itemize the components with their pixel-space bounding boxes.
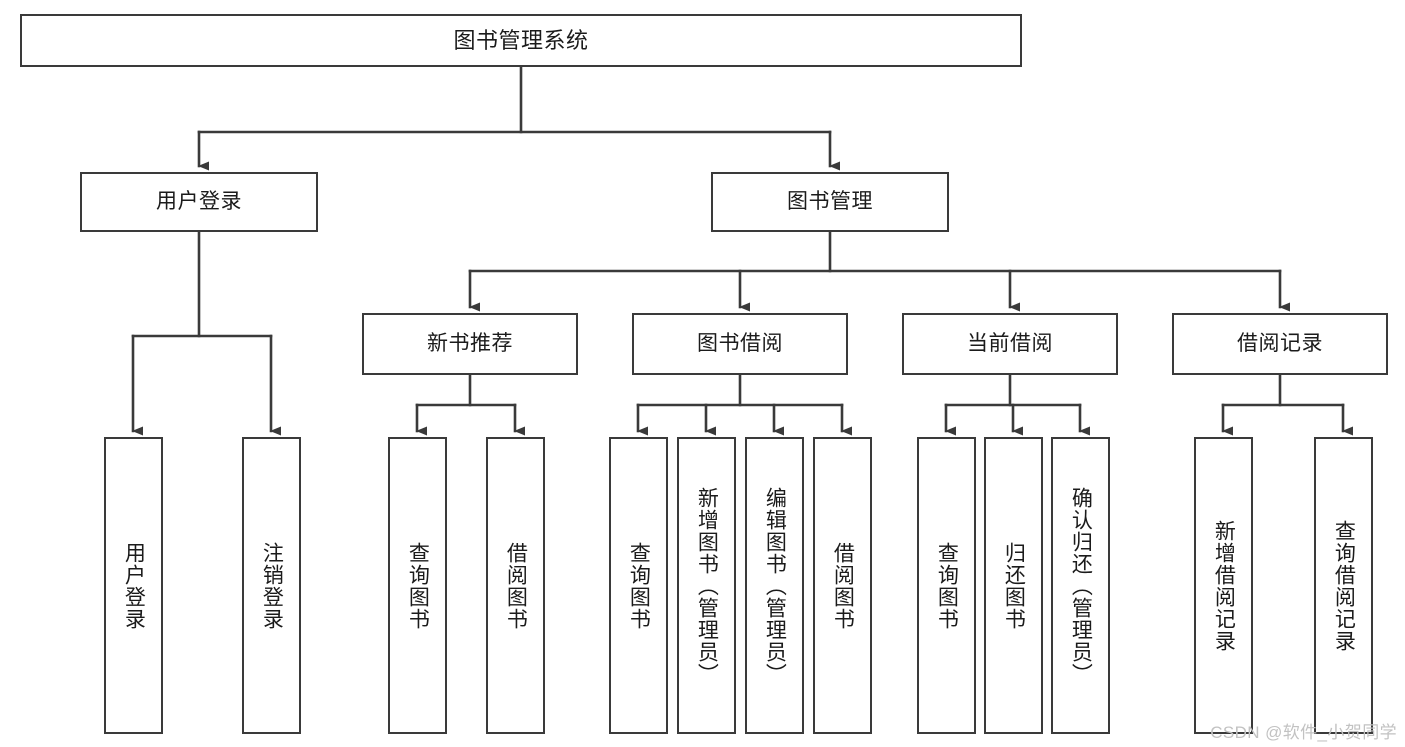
- leaf-book-borrow-3[interactable]: 借阅图书: [813, 437, 872, 734]
- leaf-current-borrow-1[interactable]: 归还图书: [984, 437, 1043, 734]
- watermark: CSDN @软件_小贺同学: [1210, 723, 1397, 742]
- leaf-current-borrow-0-label: 查询图书: [935, 541, 959, 630]
- node-book-manage[interactable]: 图书管理: [711, 172, 949, 232]
- node-user-login-label: 用户登录: [156, 189, 242, 213]
- leaf-current-borrow-2[interactable]: 确认归还（管理员）: [1051, 437, 1110, 734]
- leaf-borrow-record-0-label: 新增借阅记录: [1212, 519, 1236, 652]
- leaf-book-borrow-1-label: 新增图书（管理员）: [695, 486, 719, 685]
- leaf-book-borrow-3-label: 借阅图书: [831, 541, 855, 630]
- leaf-new-book-0-label: 查询图书: [406, 541, 430, 630]
- leaf-borrow-record-1-label: 查询借阅记录: [1332, 519, 1356, 652]
- leaf-book-borrow-2-label: 编辑图书（管理员）: [763, 486, 787, 685]
- node-new-book-recommend[interactable]: 新书推荐: [362, 313, 578, 375]
- node-current-borrow[interactable]: 当前借阅: [902, 313, 1118, 375]
- leaf-book-borrow-2[interactable]: 编辑图书（管理员）: [745, 437, 804, 734]
- leaf-user-login-0-label: 用户登录: [122, 541, 146, 630]
- leaf-current-borrow-1-label: 归还图书: [1002, 541, 1026, 630]
- node-user-login[interactable]: 用户登录: [80, 172, 318, 232]
- leaf-borrow-record-0[interactable]: 新增借阅记录: [1194, 437, 1253, 734]
- node-current-borrow-label: 当前借阅: [967, 331, 1053, 355]
- leaf-book-borrow-1[interactable]: 新增图书（管理员）: [677, 437, 736, 734]
- leaf-current-borrow-2-label: 确认归还（管理员）: [1069, 486, 1093, 685]
- leaf-user-login-1-label: 注销登录: [260, 541, 284, 630]
- leaf-new-book-0[interactable]: 查询图书: [388, 437, 447, 734]
- leaf-user-login-0[interactable]: 用户登录: [104, 437, 163, 734]
- leaf-book-borrow-0-label: 查询图书: [627, 541, 651, 630]
- node-root-label: 图书管理系统: [453, 27, 589, 53]
- leaf-book-borrow-0[interactable]: 查询图书: [609, 437, 668, 734]
- leaf-new-book-1-label: 借阅图书: [504, 541, 528, 630]
- node-borrow-record[interactable]: 借阅记录: [1172, 313, 1388, 375]
- node-root[interactable]: 图书管理系统: [20, 14, 1022, 67]
- node-new-book-recommend-label: 新书推荐: [427, 331, 513, 355]
- leaf-borrow-record-1[interactable]: 查询借阅记录: [1314, 437, 1373, 734]
- node-book-manage-label: 图书管理: [787, 189, 873, 213]
- node-book-borrow-label: 图书借阅: [697, 331, 783, 355]
- node-borrow-record-label: 借阅记录: [1237, 331, 1323, 355]
- leaf-user-login-1[interactable]: 注销登录: [242, 437, 301, 734]
- leaf-current-borrow-0[interactable]: 查询图书: [917, 437, 976, 734]
- leaf-new-book-1[interactable]: 借阅图书: [486, 437, 545, 734]
- node-book-borrow[interactable]: 图书借阅: [632, 313, 848, 375]
